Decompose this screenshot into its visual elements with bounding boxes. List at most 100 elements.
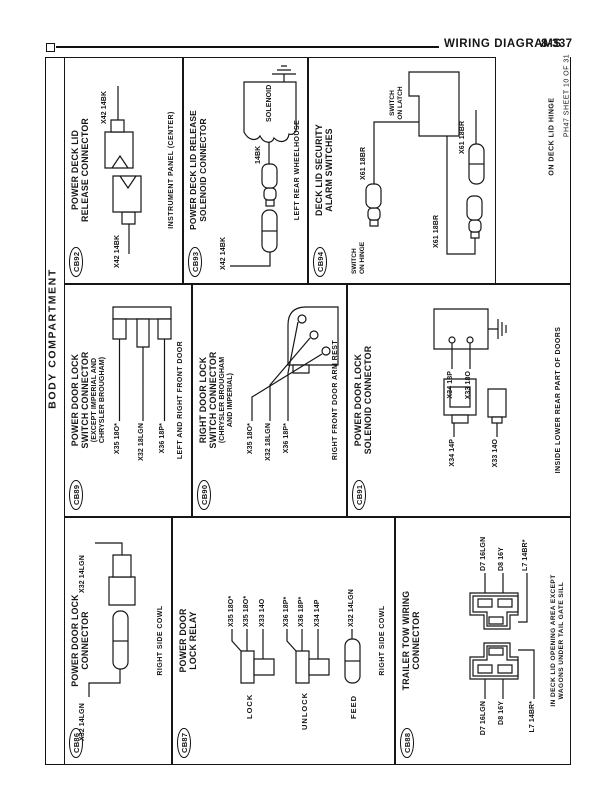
wire-label: X61 18BR (459, 120, 466, 154)
plug-slot (450, 387, 470, 407)
connector-half-right (105, 132, 133, 168)
header-square-mark (46, 43, 55, 52)
relay-terminal-stem (309, 659, 329, 675)
wire-hinge-to-latch (374, 122, 419, 184)
terminal-tab (111, 120, 124, 132)
relay-terminal-bar (241, 651, 254, 683)
connector-half-left (113, 176, 141, 212)
bullet-terminal (469, 220, 481, 232)
terminal-notch (112, 156, 128, 168)
location-caption: INSTRUMENT PANEL (CENTER) (168, 111, 176, 229)
wire-1 (252, 354, 322, 421)
wiring-diagram-cb93 (184, 58, 306, 282)
wire-label: X36 18P* (298, 596, 305, 627)
panel-cb93: CB93 POWER DECK LID RELEASE SOLENOID CON… (183, 57, 308, 284)
location-caption: RIGHT SIDE COWL (379, 605, 387, 676)
plug-tab (452, 415, 468, 423)
wire-label: X32 18LGN (137, 423, 145, 461)
switch-on-latch-label: SWITCH ON LATCH (389, 86, 404, 120)
bullet-terminal (368, 208, 380, 220)
panel-cb86: CB86 POWER DOOR LOCK CONNECTOR X32 14LGN… (64, 517, 172, 765)
location-caption: RIGHT FRONT DOOR ARM REST (332, 339, 340, 461)
switch-connector-spine (113, 307, 171, 319)
wire-left-l7 (518, 650, 534, 699)
panel-cb92: CB92 POWER DECK LID RELEASE CONNECTOR X4… (64, 57, 183, 284)
bullet-socket (467, 196, 482, 220)
tow-connector-right-inner (473, 596, 518, 626)
wire-label: D7 16LGN (480, 536, 487, 571)
location-caption: LEFT REAR WHEELHOUSE (294, 119, 302, 221)
wire-label: D7 16LGN (480, 701, 487, 736)
page-number: 8-337 (541, 38, 573, 50)
wire-label: X36 18P* (283, 423, 290, 454)
wiring-diagram-cb86 (65, 518, 170, 763)
relay-terminal-bar (296, 651, 309, 683)
bullet-socket (366, 184, 381, 208)
tow-connector-left-inner (473, 646, 518, 676)
pin-slot (478, 599, 492, 607)
terminal-notch (120, 176, 136, 188)
wire-label: X42 14BK (101, 90, 108, 124)
bullet-stub (471, 232, 479, 238)
location-caption: INSIDE LOWER REAR PART OF DOORS (555, 326, 563, 474)
pin-slot (498, 599, 512, 607)
lock-wire-1 (232, 629, 241, 651)
wiring-diagram-cb87 (173, 518, 393, 763)
wire-label: X32 14LGN (348, 589, 355, 627)
wiring-diagram-cb90 (193, 285, 345, 515)
wire-label: 14BK (255, 145, 262, 164)
group-label-lock: LOCK (245, 693, 254, 719)
sheet-margin-strip (496, 57, 570, 284)
panel-cb91: CB91 POWER DOOR LOCK SOLENOID CONNECTOR … (347, 284, 571, 517)
wire-label: X33 14O (492, 439, 499, 468)
wire-2 (270, 338, 310, 421)
wire-label: X35 18O* (114, 423, 121, 455)
wiring-diagram-cb88 (396, 518, 569, 763)
wire-label: X35 18O* (247, 423, 254, 455)
section-title: BODY COMPARTMENT (46, 268, 59, 409)
plug-small-body (488, 389, 506, 417)
bullet-stub (370, 220, 378, 226)
wire-label: L7 14BR* (522, 539, 529, 571)
bullet-terminal (264, 188, 276, 200)
panel-cb88: CB88 TRAILER TOW WIRING CONNECTOR D7 16L… (395, 517, 571, 765)
wire-label: X34 14P (314, 599, 321, 627)
panel-cb94: CB94 DECK LID SECURITY ALARM SWITCHES SW… (308, 57, 496, 284)
wire-label: X36 18P* (283, 596, 290, 627)
wire-label: X34 14P (449, 439, 456, 467)
wiring-diagram-cb92 (65, 58, 181, 282)
switch-terminal (158, 319, 171, 339)
wire-3 (288, 322, 298, 421)
unlock-wire-1 (287, 629, 296, 651)
location-caption: LEFT AND RIGHT FRONT DOOR (177, 340, 185, 460)
panel-cb90: CB90 RIGHT DOOR LOCK SWITCH CONNECTOR (C… (192, 284, 347, 517)
ground-icon (498, 319, 506, 339)
location-caption: IN DECK LID OPENING AREA EXCEPT WAGONS U… (549, 574, 565, 707)
pin-slot (489, 617, 503, 624)
wire-label: X32 18LGN (265, 423, 272, 461)
page-header-title: WIRING DIAGRAMS (444, 38, 562, 50)
pin (322, 347, 330, 355)
plug-small-tab (492, 417, 502, 423)
wire-label: X36 18P* (159, 423, 166, 454)
location-caption-cb94: ON DECK LID HINGE (548, 97, 556, 176)
pin-slot (498, 665, 512, 673)
wire-label: X35 18O* (228, 595, 235, 627)
pin (467, 337, 473, 343)
wiring-diagram-cb91 (348, 285, 569, 515)
wire-label: D8 16Y (498, 701, 505, 725)
wire-label: X35 18O* (243, 595, 250, 627)
relay-terminal-stem (254, 659, 274, 675)
terminal-tab (122, 212, 135, 224)
bullet-stub (266, 200, 274, 206)
wire-label: X61 18BR (360, 146, 367, 180)
connector-body (109, 577, 135, 605)
connector-cap (113, 555, 131, 577)
wire-label: X33 14O (259, 598, 266, 627)
pin (310, 331, 318, 339)
pin-slot (478, 665, 492, 673)
pin (298, 315, 306, 323)
wire-right-l7 (518, 573, 527, 622)
latch-switch-body (409, 72, 459, 136)
ground-icon (272, 66, 296, 74)
